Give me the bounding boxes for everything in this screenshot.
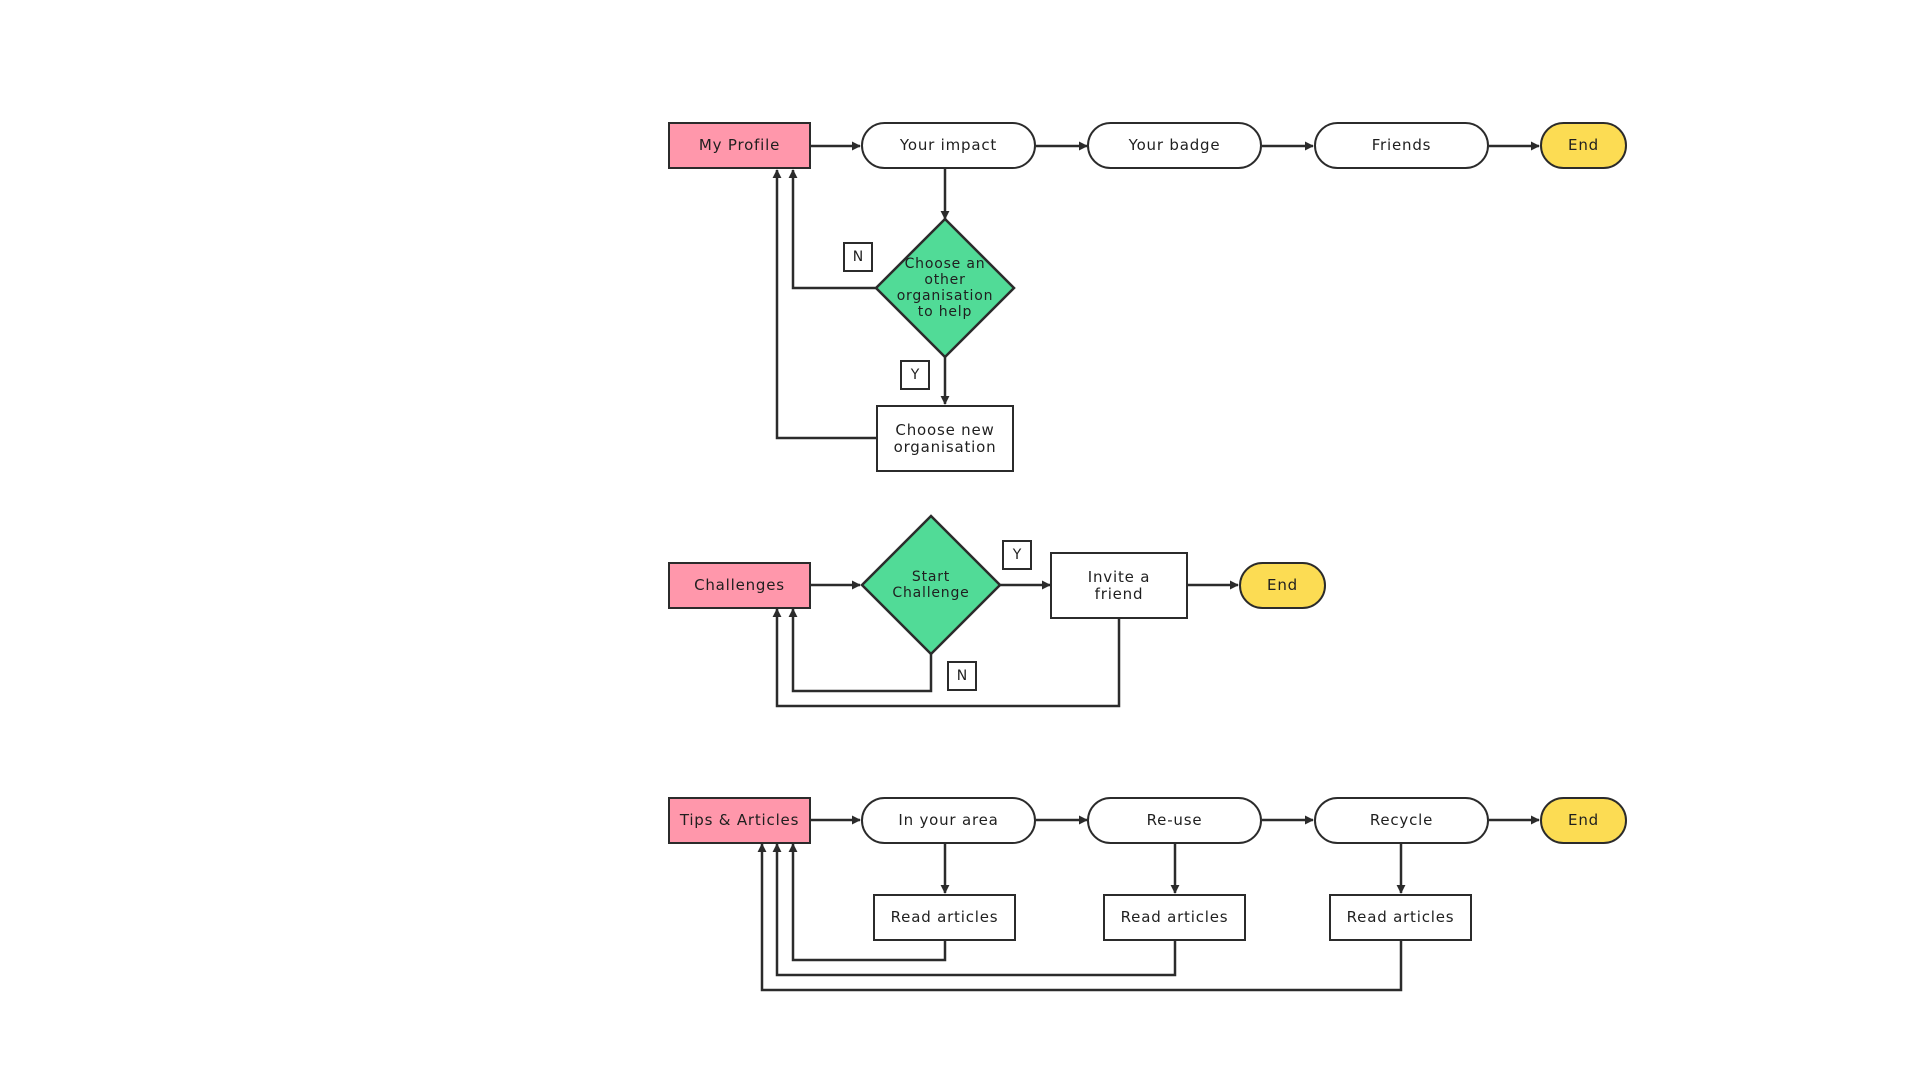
node-challenges: Challenges [668,562,811,609]
node-recycle: Recycle [1314,797,1489,844]
node-friends: Friends [1314,122,1489,169]
tag-challenges-yes: Y [1002,540,1032,570]
node-challenges-end: End [1239,562,1326,609]
tag-profile-no: N [843,242,873,272]
decision-organisation-label: Choose an other organisation to help [896,256,994,320]
node-my-profile: My Profile [668,122,811,169]
decision-diamond-challenge [860,514,1002,656]
tag-profile-yes: Y [900,360,930,390]
edge-articles3-to-tips [757,843,1403,992]
node-read-articles-recycle: Read articles [1329,894,1472,941]
edge-decision-no-to-profile [788,169,876,290]
edge-articles2-to-tips [772,843,1177,977]
node-read-articles-area: Read articles [873,894,1016,941]
node-your-badge: Your badge [1087,122,1262,169]
decision-diamond-organisation [874,217,1016,359]
node-in-your-area: In your area [861,797,1036,844]
node-choose-new-organisation: Choose new organisation [876,405,1014,472]
edge-invite-to-challenges [772,608,1121,708]
node-tips-articles: Tips & Articles [668,797,811,844]
tag-challenges-no: N [947,661,977,691]
node-re-use: Re-use [1087,797,1262,844]
node-invite-a-friend: Invite a friend [1050,552,1188,619]
node-your-impact: Your impact [861,122,1036,169]
node-read-articles-reuse: Read articles [1103,894,1246,941]
node-tips-end: End [1540,797,1627,844]
node-profile-end: End [1540,122,1627,169]
decision-challenge-label: Start Challenge [892,569,970,601]
edge-articles1-to-tips [788,843,947,962]
edge-action-to-profile [772,169,876,440]
edge-decision-no-to-challenges [788,608,933,693]
